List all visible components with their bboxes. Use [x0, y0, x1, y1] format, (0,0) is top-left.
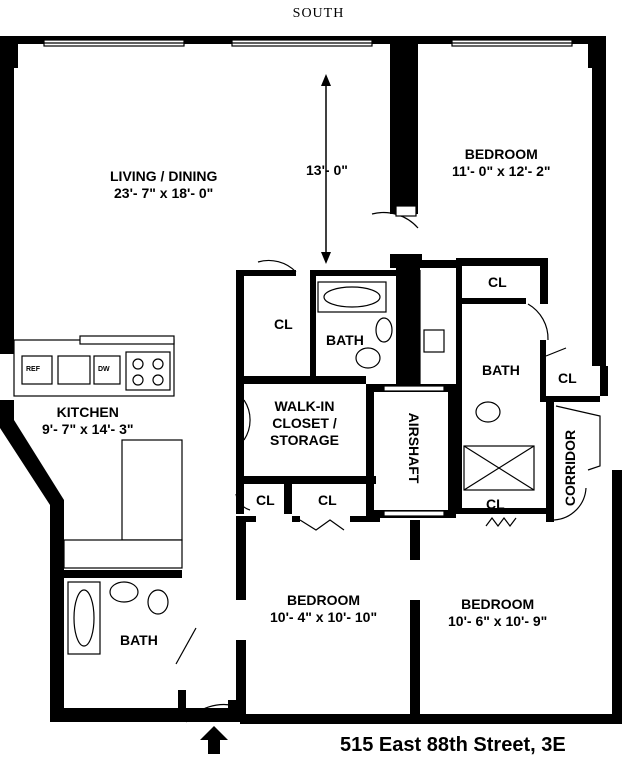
walkin-closet-label: WALK-IN CLOSET / STORAGE — [270, 398, 339, 449]
up-arrow-icon — [200, 726, 228, 754]
bath-label-1: BATH — [326, 332, 364, 348]
kitchen-label: KITCHEN 9'- 7" x 14'- 3" — [42, 404, 134, 438]
walkin-line2: CLOSET / — [272, 415, 337, 431]
closet-label-5: CL — [318, 492, 337, 508]
bedroom-ne-size: 11'- 0" x 12'- 2" — [452, 163, 551, 179]
bedroom-se-size: 10'- 6" x 10'- 9" — [448, 613, 548, 629]
dishwasher-label: DW — [98, 366, 110, 373]
living-size: 23'- 7" x 18'- 0" — [114, 185, 214, 201]
bath-label-3: BATH — [120, 632, 158, 648]
dimension-label: 13'- 0" — [306, 162, 348, 178]
compass-label: SOUTH — [292, 6, 345, 21]
corridor-label: CORRIDOR — [562, 429, 578, 507]
closet-label-2: CL — [488, 274, 507, 290]
dimension-arrow — [321, 74, 331, 264]
refrigerator-label: REF — [26, 366, 40, 373]
kitchen-size: 9'- 7" x 14'- 3" — [42, 421, 134, 437]
bedroom-sw-label: BEDROOM 10'- 4" x 10'- 10" — [270, 592, 377, 626]
living-dining-label: LIVING / DINING 23'- 7" x 18'- 0" — [110, 168, 217, 202]
bath-label-2: BATH — [482, 362, 520, 378]
bedroom-se-name: BEDROOM — [461, 596, 535, 612]
interior-walls — [13, 204, 601, 723]
windows-top — [43, 39, 573, 47]
walkin-line1: WALK-IN — [274, 398, 335, 414]
address-label: 515 East 88th Street, 3E — [340, 734, 566, 756]
closet-label-4: CL — [256, 492, 275, 508]
bedroom-sw-name: BEDROOM — [286, 592, 361, 608]
bedroom-ne-name: BEDROOM — [464, 146, 538, 162]
airshaft-label: AIRSHAFT — [406, 412, 422, 484]
walkin-line3: STORAGE — [270, 432, 339, 448]
closet-label-3: CL — [558, 370, 577, 386]
closet-label-6: CL — [486, 496, 505, 512]
kitchen-name: KITCHEN — [56, 404, 119, 420]
bedroom-ne-label: BEDROOM 11'- 0" x 12'- 2" — [452, 146, 551, 180]
living-name: LIVING / DINING — [110, 168, 218, 184]
bedroom-se-label: BEDROOM 10'- 6" x 10'- 9" — [448, 596, 547, 630]
closet-label-1: CL — [274, 316, 293, 332]
bedroom-sw-size: 10'- 4" x 10'- 10" — [270, 609, 378, 625]
